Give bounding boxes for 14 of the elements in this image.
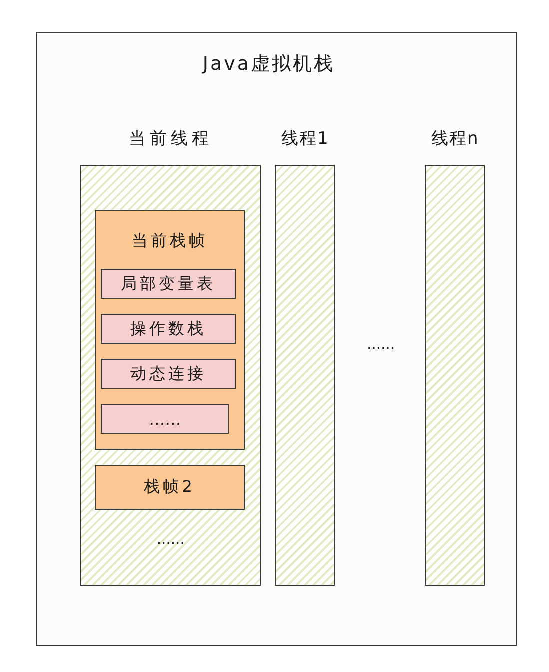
- column-heading: 当前线程: [128, 128, 213, 150]
- column-heading: 线程n: [432, 128, 480, 150]
- ellipsis-text: ……: [367, 337, 395, 353]
- box-title: 当前栈帧: [132, 230, 208, 252]
- frame-title: Java虚拟机栈: [202, 52, 336, 77]
- outer-frame: [36, 32, 517, 646]
- frame-part-box: ……: [101, 404, 230, 434]
- frame-part-box: 局部变量表: [101, 269, 236, 300]
- frame-part-box: 操作数栈: [101, 314, 236, 344]
- frame-part-box: 动态连接: [101, 359, 236, 390]
- column-heading: 线程1: [281, 128, 330, 150]
- stack-frame-box: [94, 210, 245, 450]
- stack-frame-box: 栈帧2: [94, 464, 245, 510]
- ellipsis-text: ……: [156, 532, 185, 548]
